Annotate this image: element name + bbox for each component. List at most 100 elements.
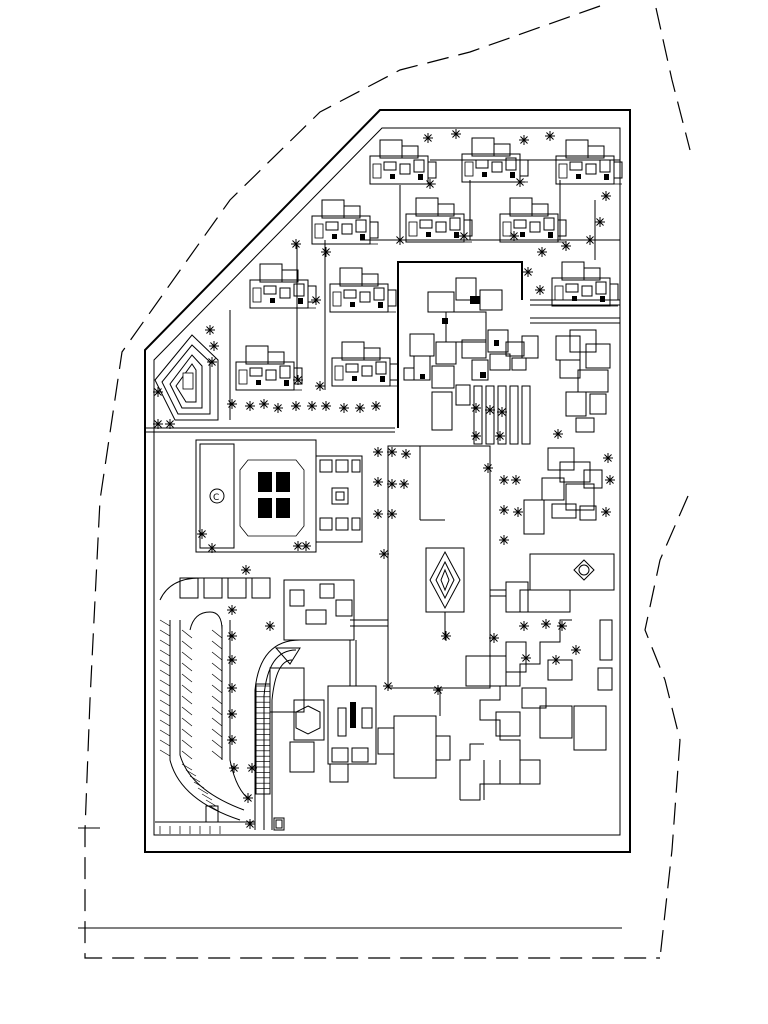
palm-tree-icon	[227, 631, 237, 641]
hotel-wing	[521, 335, 539, 359]
villa-unit	[405, 197, 473, 243]
east-building-wing	[579, 505, 597, 521]
hotel-wing	[505, 341, 525, 357]
parking-stall-icon	[205, 799, 217, 807]
palm-tree-icon	[321, 401, 331, 411]
south-buildings	[269, 579, 451, 783]
parking-stall-icon	[211, 717, 223, 727]
parking-stall-icon	[181, 739, 193, 749]
villa-cluster	[235, 137, 623, 391]
palm-tree-icon	[291, 239, 301, 249]
palm-tree-icon	[557, 621, 567, 631]
svg-text:C: C	[213, 493, 219, 503]
hotel-detail	[480, 372, 486, 378]
palm-tree-icon	[207, 357, 217, 367]
hotel-wing	[487, 329, 509, 353]
palm-tree-icon	[497, 407, 507, 417]
parking-stall-icon	[181, 750, 193, 760]
palm-tree-icon	[519, 621, 529, 631]
loggia-column	[473, 385, 483, 445]
palm-tree-icon	[165, 419, 175, 429]
hotel-wing	[445, 311, 487, 343]
villa-unit	[369, 139, 437, 185]
east-building-wing	[559, 461, 591, 483]
palm-tree-icon	[387, 509, 397, 519]
palm-tree-icon	[379, 549, 389, 559]
palm-tree-icon	[499, 475, 509, 485]
parking-stall-icon	[181, 717, 193, 727]
palm-tree-icon	[561, 241, 571, 251]
parking-stall-icon	[159, 729, 171, 737]
palm-tree-icon	[545, 131, 555, 141]
parking-stall-icon	[211, 673, 223, 683]
palm-tree-icon	[205, 325, 215, 335]
palm-tree-icon	[521, 653, 531, 663]
palm-tree-icon	[471, 431, 481, 441]
palm-tree-icon	[553, 429, 563, 439]
parking-stall-icon	[159, 689, 171, 697]
parking-stall-icon	[159, 699, 171, 707]
palm-tree-icon	[247, 763, 257, 773]
palm-tree-icon	[227, 735, 237, 745]
parking-stall-icon	[181, 728, 193, 738]
central-plaza	[387, 445, 491, 689]
hotel-wing	[409, 333, 435, 357]
parking-stall-icon	[159, 709, 171, 717]
palm-tree-icon	[301, 541, 311, 551]
parking-stall-icon	[211, 662, 223, 672]
road-lines	[78, 827, 622, 929]
palm-tree-icon	[499, 505, 509, 515]
palm-tree-icon	[423, 133, 433, 143]
villa-unit	[235, 345, 303, 391]
palm-tree-icon	[293, 375, 303, 385]
parking-stall-icon	[197, 787, 209, 795]
hotel-detail	[442, 318, 448, 324]
villa-unit	[555, 139, 623, 185]
palm-tree-icon	[227, 399, 237, 409]
villa-unit	[249, 263, 317, 309]
palm-tree-icon	[321, 247, 331, 257]
palm-tree-icon	[373, 447, 383, 457]
palm-tree-icon	[307, 401, 317, 411]
palm-tree-icon	[291, 401, 301, 411]
parking-stall-icon	[181, 706, 193, 716]
palm-tree-icon	[227, 709, 237, 719]
palm-tree-icon	[489, 633, 499, 643]
terraced-block	[459, 619, 607, 801]
palm-tree-icon	[495, 431, 505, 441]
east-stair	[505, 581, 529, 613]
parking-stall-icon	[189, 775, 201, 783]
parking-stall-icon	[159, 679, 171, 687]
loggia-column	[509, 385, 519, 445]
palm-tree-icon	[451, 129, 461, 139]
palm-tree-icon	[511, 475, 521, 485]
parking-stall-icon	[211, 684, 223, 694]
parking-stall-icon	[201, 793, 213, 801]
palm-tree-icon	[399, 479, 409, 489]
hotel-wing	[403, 367, 415, 381]
parking-stall-icon	[211, 651, 223, 661]
parking-stall-icon	[209, 805, 221, 813]
parking-stall-icon	[181, 640, 193, 650]
palm-tree-icon	[339, 403, 349, 413]
palm-tree-icon	[513, 507, 523, 517]
palm-tree-icon	[605, 475, 615, 485]
parking-stall-icon	[211, 739, 223, 749]
palm-tree-icon	[209, 341, 219, 351]
palm-tree-icon	[541, 619, 551, 629]
villa-unit	[329, 267, 397, 313]
palm-tree-icon	[601, 507, 611, 517]
palm-tree-icon	[535, 285, 545, 295]
east-building-wing	[547, 447, 575, 471]
palm-tree-icon	[585, 235, 595, 245]
palm-tree-icon	[373, 477, 383, 487]
palm-tree-icon	[387, 447, 397, 457]
east-building-wing	[555, 335, 581, 361]
palm-tree-icon	[603, 453, 613, 463]
palm-tree-icon	[471, 403, 481, 413]
palm-tree-icon	[425, 179, 435, 189]
parking-stall-icon	[211, 640, 223, 650]
palm-tree-icon	[245, 401, 255, 411]
parking-stall-icon	[159, 739, 171, 747]
east-buildings	[490, 329, 611, 613]
